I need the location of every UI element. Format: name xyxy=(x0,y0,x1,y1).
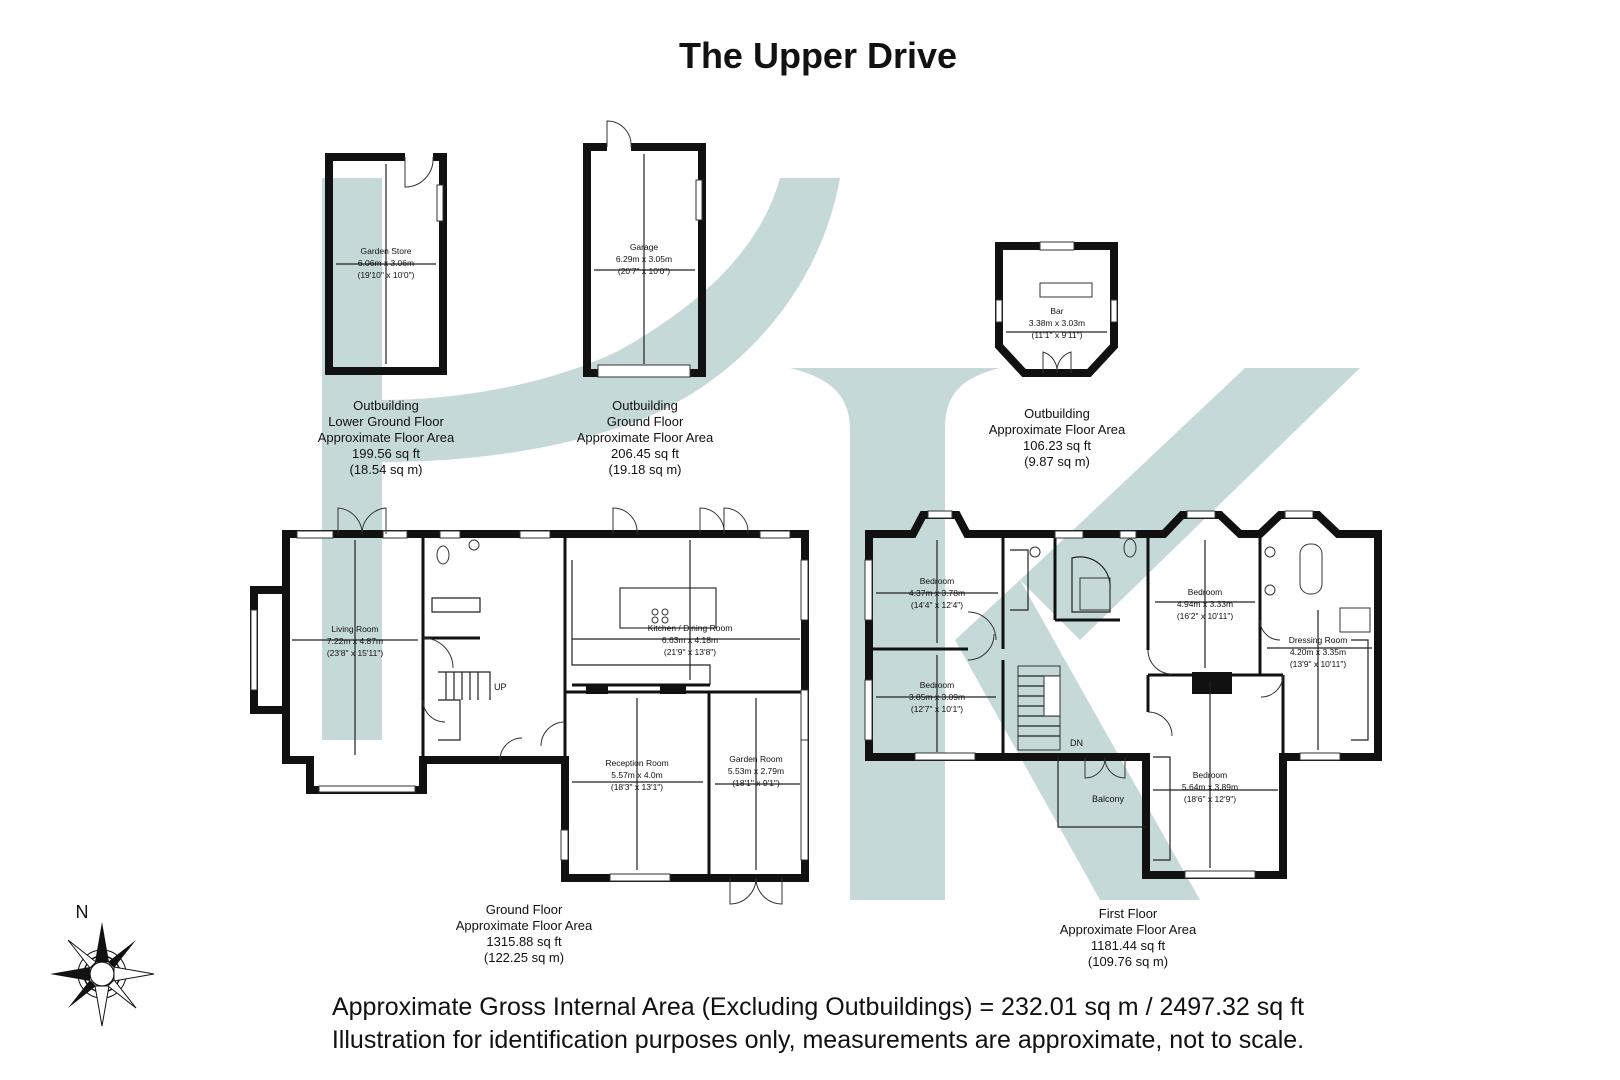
room-name: Garden Room xyxy=(729,754,782,764)
svg-text:Approximate Floor Area: Approximate Floor Area xyxy=(456,918,593,933)
room-metric: 3.85m x 3.09m xyxy=(909,692,965,702)
svg-text:First Floor: First Floor xyxy=(1099,906,1158,921)
room-imperial: (11'1" x 9'11") xyxy=(1031,330,1082,340)
garage-caption: Outbuilding Ground Floor Approximate Flo… xyxy=(577,398,714,477)
balcony-label: Balcony xyxy=(1092,794,1125,804)
ground-floor-caption: Ground Floor Approximate Floor Area 1315… xyxy=(456,902,593,965)
room-metric: 4.20m x 3.35m xyxy=(1290,647,1346,657)
north-label: N xyxy=(76,902,89,922)
first-floor-stairs xyxy=(1017,665,1061,751)
watermark-logo xyxy=(322,178,1360,900)
room-imperial: (23'8" x 15'11") xyxy=(327,648,384,658)
room-name: Garden Store xyxy=(360,246,411,256)
svg-text:Lower Ground Floor: Lower Ground Floor xyxy=(328,414,444,429)
svg-text:Outbuilding: Outbuilding xyxy=(353,398,419,413)
room-imperial: (18'6" x 12'9") xyxy=(1184,794,1236,804)
ground-stairs xyxy=(438,671,491,741)
svg-text:Approximate Floor Area: Approximate Floor Area xyxy=(577,430,714,445)
room-metric: 6.06m x 3.06m xyxy=(358,258,414,268)
gross-area-note: Approximate Gross Internal Area (Excludi… xyxy=(332,993,1304,1021)
svg-text:106.23 sq ft: 106.23 sq ft xyxy=(1023,438,1091,453)
room-name: Bedroom xyxy=(1193,770,1228,780)
svg-text:Approximate Floor Area: Approximate Floor Area xyxy=(1060,922,1197,937)
room-imperial: (18'3" x 13'1") xyxy=(611,782,663,792)
disclaimer-note: Illustration for identification purposes… xyxy=(332,1026,1304,1054)
room-name: Garage xyxy=(630,242,659,252)
room-imperial: (14'4" x 12'4") xyxy=(911,600,963,610)
first-floor-caption: First Floor Approximate Floor Area 1181.… xyxy=(1060,906,1197,969)
room-name: Reception Room xyxy=(605,758,668,768)
garden-store-caption: Outbuilding Lower Ground Floor Approxima… xyxy=(318,398,455,477)
svg-text:Ground Floor: Ground Floor xyxy=(486,902,563,917)
room-metric: 7.22m x 4.87m xyxy=(327,636,383,646)
svg-text:Ground Floor: Ground Floor xyxy=(607,414,684,429)
room-metric: 3.38m x 3.03m xyxy=(1029,318,1085,328)
svg-text:(9.87 sq m): (9.87 sq m) xyxy=(1024,454,1090,469)
bar-plan: Bar 3.38m x 3.03m (11'1" x 9'11") xyxy=(995,241,1118,377)
room-imperial: (21'9" x 13'8") xyxy=(664,647,716,657)
svg-text:(109.76 sq m): (109.76 sq m) xyxy=(1088,954,1168,969)
room-metric: 6.29m x 3.05m xyxy=(616,254,672,264)
svg-text:Approximate Floor Area: Approximate Floor Area xyxy=(318,430,455,445)
svg-text:Outbuilding: Outbuilding xyxy=(612,398,678,413)
room-metric: 6.63m x 4.18m xyxy=(662,635,718,645)
room-metric: 4.94m x 3.33m xyxy=(1177,599,1233,609)
compass-rose-icon xyxy=(50,922,155,1027)
room-metric: 4.37m x 3.78m xyxy=(909,588,965,598)
room-imperial: (20'7" x 10'0") xyxy=(618,266,670,276)
room-name: Living Room xyxy=(331,624,378,634)
room-name: Dressing Room xyxy=(1289,635,1348,645)
room-imperial: (16'2" x 10'11") xyxy=(1177,611,1234,621)
plan-title: The Upper Drive xyxy=(679,35,957,76)
room-imperial: (12'7" x 10'1") xyxy=(911,704,963,714)
svg-text:Outbuilding: Outbuilding xyxy=(1024,406,1090,421)
room-imperial: (18'1" x 9'1") xyxy=(732,778,780,788)
room-name: Bedroom xyxy=(920,576,955,586)
svg-text:1181.44 sq ft: 1181.44 sq ft xyxy=(1091,938,1166,953)
room-name: Bar xyxy=(1050,306,1063,316)
svg-text:1315.88 sq ft: 1315.88 sq ft xyxy=(486,934,562,949)
svg-text:206.45 sq ft: 206.45 sq ft xyxy=(611,446,679,461)
svg-text:199.56 sq ft: 199.56 sq ft xyxy=(352,446,420,461)
room-metric: 5.57m x 4.0m xyxy=(611,770,663,780)
room-metric: 5.64m x 3.89m xyxy=(1182,782,1238,792)
room-name: Kitchen / Dining Room xyxy=(648,623,733,633)
svg-text:Approximate Floor Area: Approximate Floor Area xyxy=(989,422,1126,437)
first-floor-plan: DN Balcony Bedroom 4.37m x 3.78m (14'4" … xyxy=(864,510,1382,879)
ground-floor-plan: UP Living Room 7.22m x 4.87m (23'8" x 15… xyxy=(250,507,809,905)
svg-text:(122.25 sq m): (122.25 sq m) xyxy=(484,950,564,965)
room-metric: 5.53m x 2.79m xyxy=(728,766,784,776)
room-name: Bedroom xyxy=(1188,587,1223,597)
garden-store-plan: Garden Store 6.06m x 3.06m (19'10" x 10'… xyxy=(325,152,447,375)
bar-caption: Outbuilding Approximate Floor Area 106.2… xyxy=(989,406,1126,469)
svg-text:(19.18 sq m): (19.18 sq m) xyxy=(609,462,682,477)
stairs-down-label: DN xyxy=(1070,738,1083,748)
svg-text:(18.54 sq m): (18.54 sq m) xyxy=(350,462,423,477)
garage-plan: Garage 6.29m x 3.05m (20'7" x 10'0") xyxy=(583,120,706,378)
room-imperial: (13'9" x 10'11") xyxy=(1290,659,1347,669)
room-name: Bedroom xyxy=(920,680,955,690)
stairs-up-label: UP xyxy=(494,682,507,692)
room-imperial: (19'10" x 10'0") xyxy=(357,270,414,280)
